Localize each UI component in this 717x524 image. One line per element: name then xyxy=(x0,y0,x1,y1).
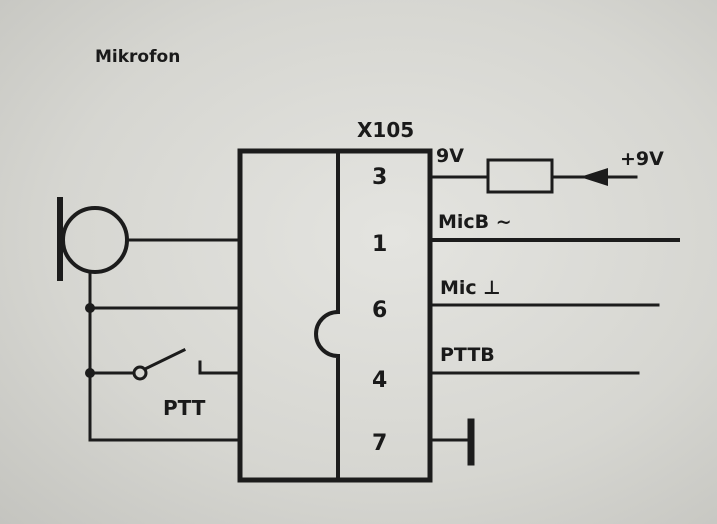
ptt-switch-icon xyxy=(88,347,242,381)
ptt-label: PTT xyxy=(163,396,206,420)
connector-outline xyxy=(237,148,433,483)
pin-4: 4 xyxy=(372,368,387,393)
junction-dot xyxy=(85,303,95,313)
diagram-title: Mikrofon xyxy=(95,47,180,67)
pin3-label: 9V xyxy=(436,145,464,167)
connector-x105 xyxy=(237,148,433,483)
pin-6: 6 xyxy=(372,298,387,323)
supply-label: +9V xyxy=(620,148,664,170)
pin4-label: PTTB xyxy=(440,344,495,366)
connector-divider xyxy=(314,149,340,482)
pin3-supply-line xyxy=(428,158,638,194)
connector-label: X105 xyxy=(357,118,414,142)
pin6-label: Mic ⊥ xyxy=(440,277,501,299)
pin1-label: MicB ~ xyxy=(438,211,512,233)
resistor xyxy=(486,158,554,194)
microphone-icon xyxy=(57,197,242,281)
pin-7: 7 xyxy=(372,431,387,456)
left-wiring xyxy=(85,270,242,442)
pin-1: 1 xyxy=(372,232,387,257)
pin-3: 3 xyxy=(372,165,387,190)
arrow-icon xyxy=(580,168,608,186)
